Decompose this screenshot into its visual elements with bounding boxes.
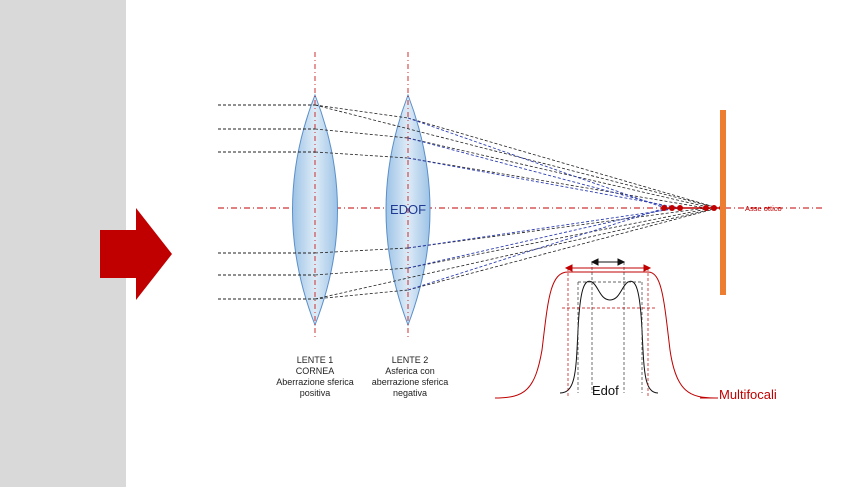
lens-2-caption: LENTE 2 Asferica con aberrazione sferica… — [371, 355, 449, 398]
refracted-rays-black — [314, 104, 719, 300]
refracted-rays-blue — [407, 117, 681, 291]
curve-guide-lines — [577, 262, 643, 393]
curve-guide-lines-red — [562, 268, 656, 398]
lens-2-edof-label: EDOF — [390, 202, 426, 217]
multifocal-curve — [494, 271, 716, 399]
optical-axis-label: Asse ottico — [745, 204, 782, 213]
incoming-rays — [218, 104, 315, 300]
edof-curve-label: Edof — [592, 383, 619, 398]
edof-width-arrow — [590, 258, 626, 266]
red-arrow-icon — [100, 208, 172, 300]
multifocal-width-arrow — [564, 264, 652, 272]
edof-curve — [559, 280, 659, 394]
multifocal-curve-label: Multifocali — [719, 387, 777, 402]
lens-1-caption: LENTE 1 CORNEA Aberrazione sferica posit… — [276, 355, 354, 398]
